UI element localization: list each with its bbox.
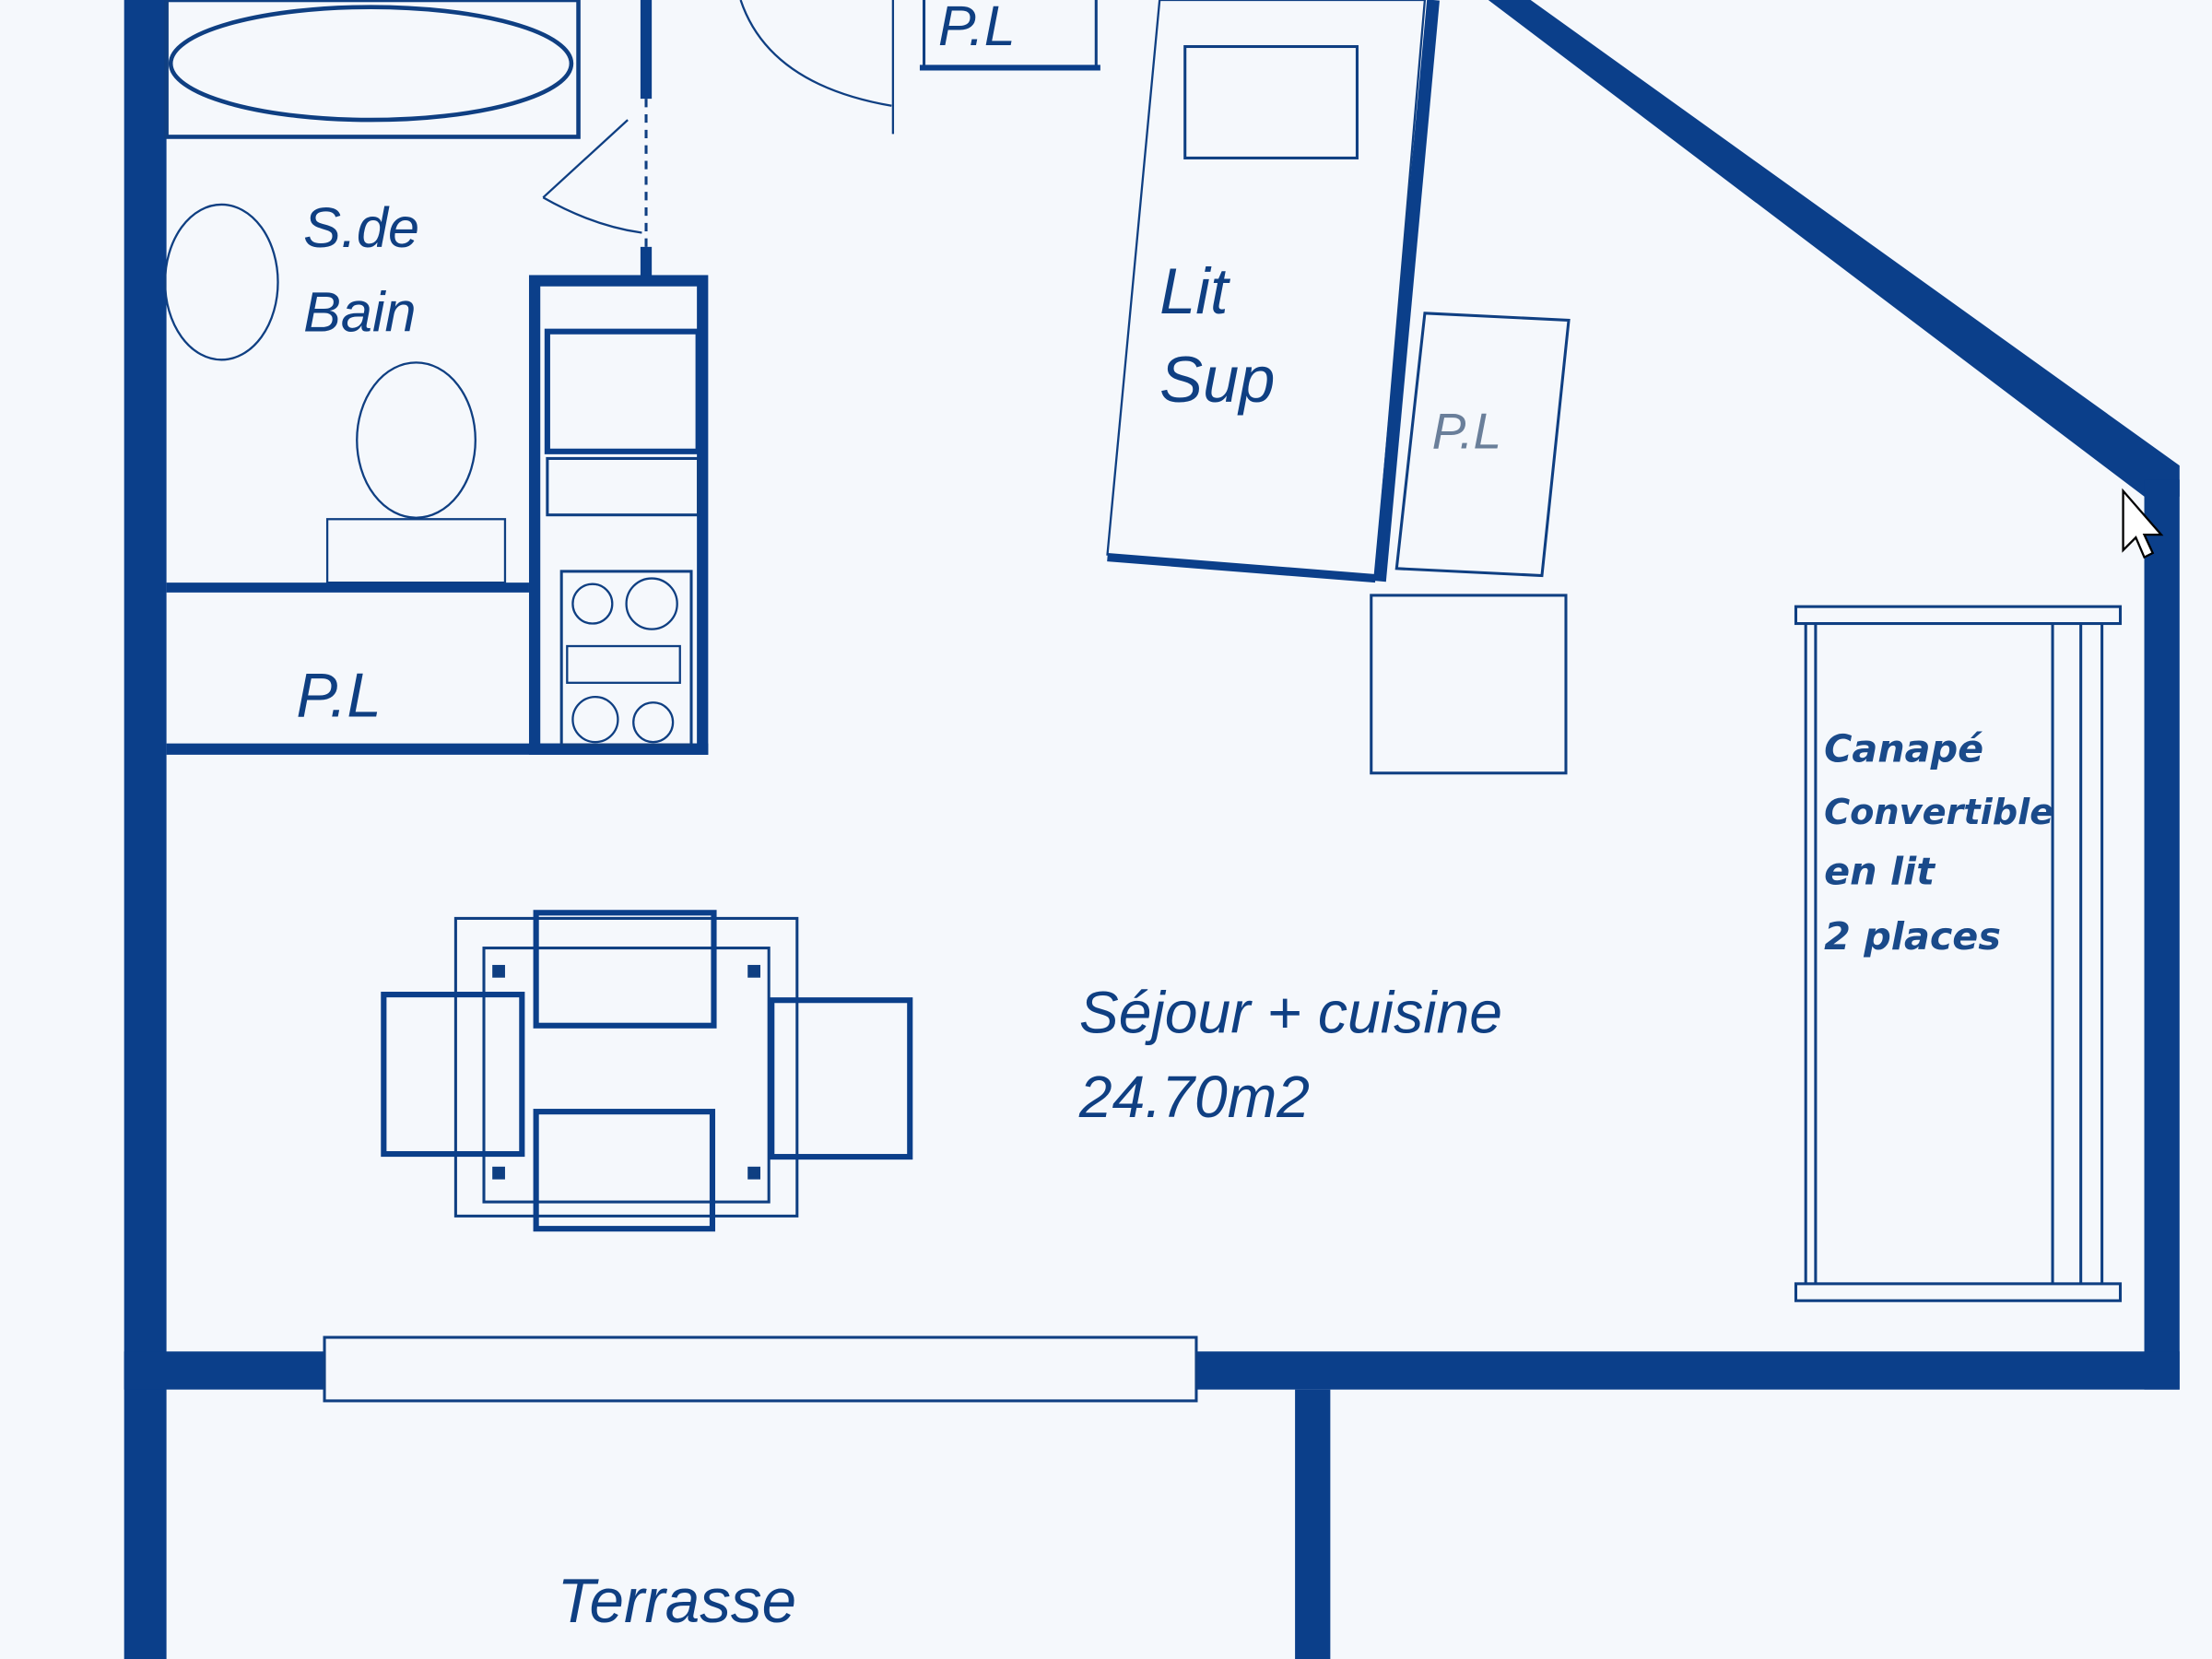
window [323, 1335, 1198, 1403]
closet-bed-label: P.L [1432, 403, 1502, 460]
closet-bed [1394, 312, 1571, 578]
sofa-label-1: Canapé [1824, 727, 1983, 771]
bed-wall [1373, 0, 1440, 582]
living-room-label: Séjour + cuisine [1079, 979, 1502, 1045]
nightstand [1370, 594, 1568, 775]
dining-table [453, 916, 799, 1218]
bathtub-basin [168, 5, 574, 123]
chair-left [381, 992, 525, 1158]
left-wall [124, 0, 167, 1659]
burner [625, 577, 678, 630]
sofa-label-3: en lit [1824, 850, 1936, 894]
terrace-divider-wall [1295, 1389, 1331, 1659]
sofa-bed [1794, 605, 2123, 1302]
burner [632, 701, 675, 744]
toilet [356, 361, 477, 519]
living-room-area: 24.70m2 [1078, 1064, 1310, 1130]
bathroom-label-2: Bain [303, 281, 417, 344]
diagonal-wall [1488, 0, 2180, 497]
extra-bed-label-1: Lit [1159, 254, 1230, 327]
mouse-pointer-icon [2122, 488, 2164, 559]
sofa-label-2: Convertible [1824, 792, 2053, 833]
chair-bottom [533, 1109, 716, 1232]
terrace-label: Terrasse [558, 1567, 796, 1636]
chair-right [769, 997, 913, 1160]
bed-foot [1107, 553, 1376, 583]
bathroom-wall [640, 0, 653, 100]
extra-bed [1106, 0, 1427, 580]
sofa-label-4: 2 places [1824, 914, 2001, 959]
fridge [544, 328, 701, 454]
closet-top-label: P.L [938, 0, 1016, 57]
closet-left-label: P.L [296, 662, 381, 731]
cooktop [559, 570, 693, 747]
chair-top [533, 910, 717, 1029]
extra-bed-label-2: Sup [1159, 343, 1275, 416]
bed-pillow [1183, 44, 1359, 159]
bathroom-label-1: S.de [303, 196, 419, 259]
entry-door [739, 0, 895, 135]
right-wall [2144, 479, 2180, 1390]
bathroom-bottom-wall [166, 582, 529, 593]
kitchen-unit [528, 275, 709, 755]
sink [163, 203, 279, 361]
bathroom-wall [640, 246, 653, 278]
toilet-tank [325, 518, 507, 584]
bathroom-door [542, 119, 642, 234]
burner [571, 695, 619, 744]
bathtub [164, 0, 581, 139]
cooktop-panel [566, 644, 681, 684]
burner [571, 582, 614, 625]
oven [546, 456, 700, 517]
